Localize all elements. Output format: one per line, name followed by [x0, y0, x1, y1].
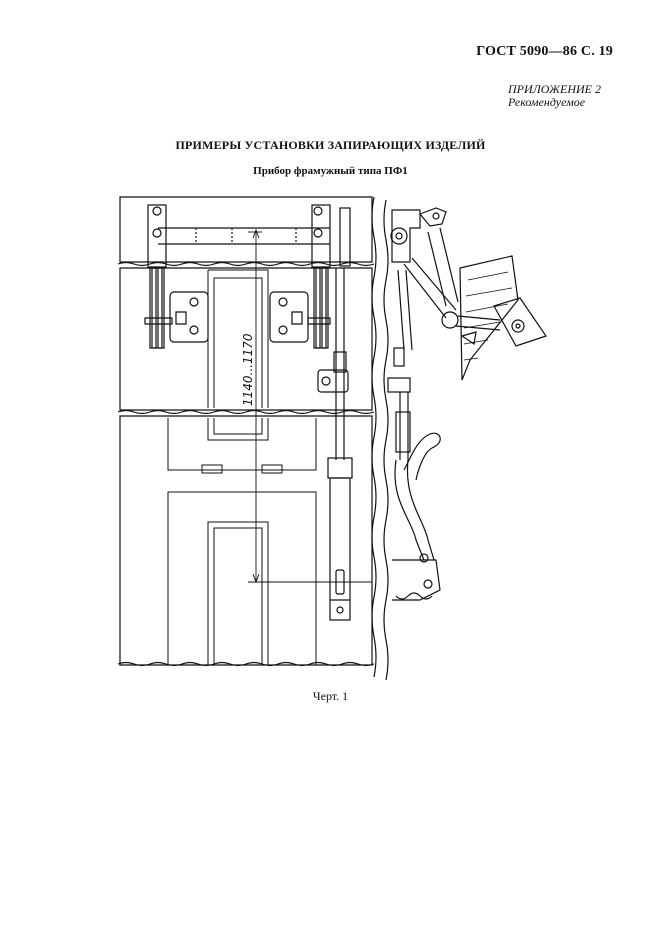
- page-header: ГОСТ 5090—86 С. 19: [476, 44, 613, 59]
- frame-outline: [117, 196, 389, 681]
- horizontal-rod: [158, 227, 330, 245]
- figure-caption: Черт. 1: [312, 689, 349, 703]
- drawing-subtitle: Прибор фрамужный типа ПФ1: [253, 165, 408, 177]
- lower-handle-profile: [387, 269, 441, 601]
- sash-outlines: [167, 269, 317, 665]
- left-hinge-bracket: [144, 204, 209, 349]
- appendix-note: ПРИЛОЖЕНИЕ 2 Рекомендуемое: [508, 83, 601, 109]
- appendix-label: ПРИЛОЖЕНИЕ 2: [508, 82, 601, 96]
- section-title: ПРИМЕРЫ УСТАНОВКИ ЗАПИРАЮЩИХ ИЗДЕЛИЙ: [175, 138, 486, 152]
- dimension-line: 1140...1170: [241, 228, 372, 584]
- frame-section-profile: [390, 207, 547, 381]
- right-hinge-bracket: [269, 204, 351, 349]
- vertical-control-rod: [317, 268, 353, 621]
- dimension-label: 1140...1170: [241, 333, 255, 406]
- appendix-status: Рекомендуемое: [508, 95, 586, 109]
